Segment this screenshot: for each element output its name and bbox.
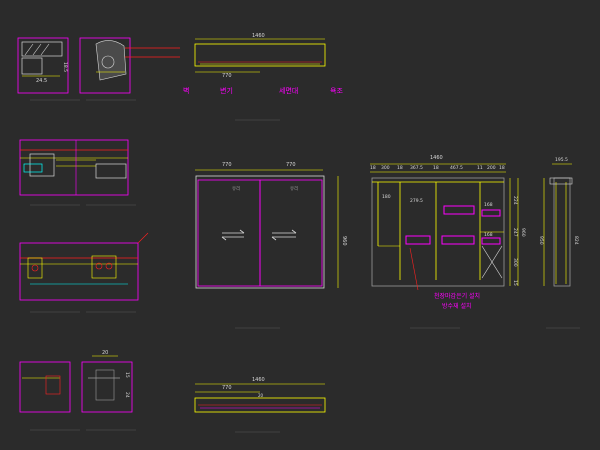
detail-4-dim-top: 20 — [102, 350, 108, 356]
cabinet-shelf-2795: 279.5 — [410, 198, 423, 204]
detail-2 — [19, 139, 136, 206]
cabinet-note-line-1: 천장마감은기 설치 — [434, 292, 480, 300]
top-plan[interactable]: 1460 770 벽 변기 세면대 욕조 — [183, 33, 343, 121]
cabinet-side-dim-2: 247 — [512, 228, 518, 237]
bottom-plan-overall-width: 1460 — [252, 377, 265, 383]
front-elevation[interactable]: 770 770 유리 유리 960 — [195, 162, 347, 329]
cabinet-dim-5: 467.5 — [450, 165, 463, 171]
elevation-panel-left-text: 유리 — [232, 185, 240, 192]
cabinet-dim-8: 18 — [499, 165, 505, 171]
top-plan-label-sink: 세면대 — [279, 86, 298, 95]
cabinet-dim-3: 367.5 — [410, 165, 423, 171]
cabinet-side-dim-3: 300 — [512, 258, 518, 267]
detail-3 — [19, 232, 149, 313]
top-plan-inner-width: 770 — [222, 73, 232, 79]
detail-4-side-dim-1: 15 — [124, 372, 130, 378]
cabinet-note-line-2: 방수재 설치 — [442, 302, 472, 310]
cabinet-shelf-180: 180 — [382, 194, 391, 200]
left-arrows-icon — [221, 229, 245, 241]
cabinet-dim-6: 11 — [477, 165, 483, 171]
cabinet-dim-168b: 168 — [484, 232, 493, 238]
elevation-left-width: 770 — [222, 162, 232, 168]
elevation-height: 960 — [341, 236, 347, 246]
right-arrows-icon — [271, 229, 297, 241]
top-plan-overall-width: 1460 — [252, 33, 265, 39]
top-plan-label-wall: 벽 — [183, 86, 189, 95]
bottom-plan-inner-width: 770 — [222, 385, 232, 391]
side-section-height: 950 — [538, 236, 544, 245]
cabinet-elevation[interactable]: 1460 18 300 18 367.5 18 467.5 11 200 18 … — [370, 155, 526, 329]
side-section[interactable]: 195.5 950 824 — [538, 157, 580, 329]
detail-1-dim-a: 24.5 — [36, 78, 47, 84]
top-plan-label-bathtub: 욕조 — [330, 87, 343, 95]
cabinet-dim-7: 200 — [487, 165, 496, 171]
cabinet-overall-width: 1460 — [430, 155, 443, 161]
cabinet-dim-1: 300 — [381, 165, 390, 171]
detail-1-dim-b: 18.5 — [62, 62, 68, 72]
detail-4-side-dim-2: 24 — [124, 392, 130, 398]
cabinet-dim-4: 18 — [433, 165, 439, 171]
detail-4: 20 15 24 — [19, 350, 136, 431]
cabinet-dim-168a: 168 — [484, 202, 493, 208]
elevation-panel-right-text: 유리 — [290, 185, 298, 192]
elevation-right-width: 770 — [286, 162, 296, 168]
cabinet-side-dim-4: 15 — [512, 280, 518, 286]
side-section-top-width: 195.5 — [555, 157, 568, 163]
cabinet-dim-0: 18 — [370, 165, 376, 171]
detail-1: 24.5 18.5 — [17, 37, 180, 101]
cabinet-height: 960 — [520, 228, 526, 237]
cabinet-side-dim-1: 224 — [512, 196, 518, 205]
bottom-plan-center-dim: 20 — [258, 393, 264, 398]
cabinet-dim-2: 18 — [397, 165, 403, 171]
top-plan-label-toilet: 변기 — [220, 86, 233, 95]
bottom-plan[interactable]: 1460 770 20 — [194, 377, 326, 433]
side-section-inner: 824 — [573, 236, 579, 245]
